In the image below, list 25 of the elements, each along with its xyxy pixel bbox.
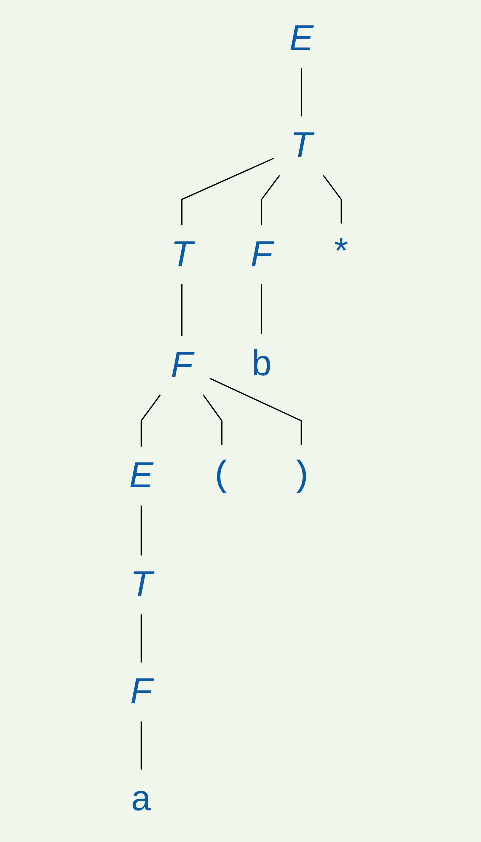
node-text: b [250, 346, 272, 388]
node-text: * [330, 236, 352, 277]
node-text: a [130, 782, 152, 823]
node-text: T [290, 126, 312, 166]
connector [140, 506, 142, 556]
connector [140, 722, 142, 770]
connector [260, 175, 280, 226]
node-text: E [129, 456, 154, 496]
connector [202, 394, 222, 446]
node-text: ) [290, 457, 312, 498]
node-text: ( [210, 457, 233, 498]
connector [209, 378, 302, 446]
connector [140, 614, 142, 663]
connector [140, 394, 161, 447]
node-text: F [130, 672, 152, 712]
connector [322, 175, 342, 224]
connector [300, 68, 302, 117]
connector [260, 284, 262, 334]
node-text: T [130, 565, 152, 606]
connector [181, 158, 274, 226]
connector [181, 284, 182, 336]
node-text: E [289, 19, 314, 59]
node-text: T [170, 235, 193, 275]
node-text: F [170, 346, 193, 386]
node-text: F [250, 235, 273, 275]
